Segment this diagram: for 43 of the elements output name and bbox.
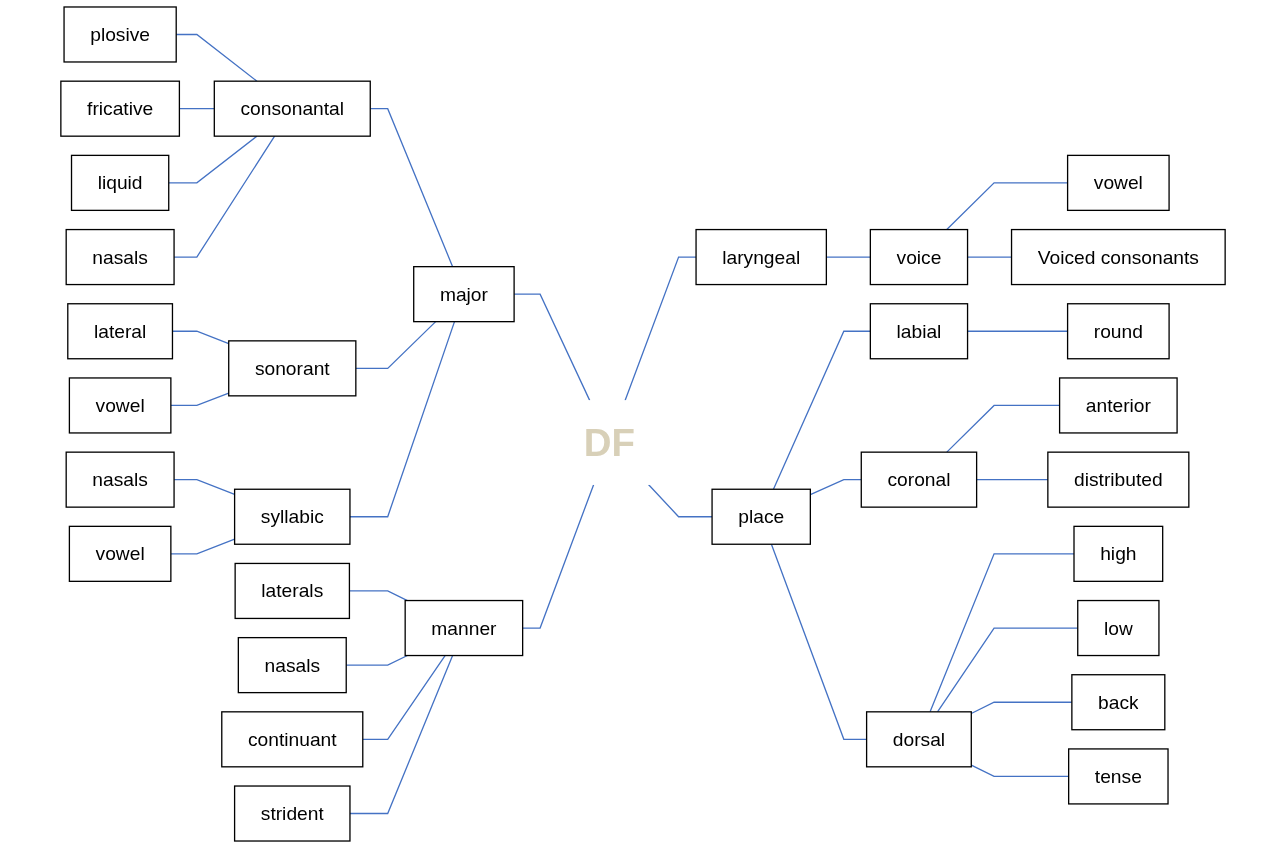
connector	[349, 654, 454, 815]
node-box: round	[1066, 303, 1170, 360]
connector	[168, 135, 258, 184]
node-box: sonorant	[228, 340, 357, 397]
node-box: vowel	[68, 525, 172, 582]
connector	[355, 321, 437, 369]
node-box: tense	[1068, 748, 1169, 805]
node-box: major	[413, 266, 515, 323]
node-box: nasals	[65, 228, 175, 286]
node-box: plosive	[63, 6, 177, 63]
node-box: manner	[404, 599, 524, 657]
node-box: continuant	[221, 711, 364, 768]
node-box: laryngeal	[695, 228, 827, 286]
node-box: liquid	[70, 154, 170, 211]
node-box: consonantal	[213, 80, 371, 137]
connector	[772, 330, 871, 490]
connector	[647, 483, 713, 518]
node-box: voice	[869, 228, 969, 286]
node-box: nasals	[65, 451, 175, 508]
node-box: distributed	[1047, 451, 1190, 508]
node-box: dorsal	[865, 711, 972, 768]
node-box: fricative	[60, 80, 181, 137]
connector	[522, 483, 595, 629]
node-box: vowel	[68, 377, 172, 434]
node-box: strident	[233, 785, 351, 842]
node-box: back	[1071, 674, 1166, 731]
node-box: high	[1073, 525, 1164, 582]
node-box: nasals	[237, 637, 347, 694]
connector	[929, 553, 1075, 713]
node-box: coronal	[860, 451, 978, 508]
node-box: place	[711, 488, 811, 545]
node-box: low	[1077, 599, 1160, 657]
node-text: DF	[583, 420, 635, 464]
connector	[349, 321, 456, 518]
node-box: anterior	[1058, 377, 1178, 434]
node-box: labial	[869, 303, 969, 360]
connector	[624, 256, 697, 402]
connector	[362, 654, 446, 740]
node-box: Voiced consonants	[1010, 228, 1226, 286]
node-box: syllabic	[233, 488, 351, 545]
node-box: vowel	[1066, 154, 1170, 211]
node-box: lateral	[67, 303, 174, 360]
node-box: laterals	[234, 562, 351, 620]
